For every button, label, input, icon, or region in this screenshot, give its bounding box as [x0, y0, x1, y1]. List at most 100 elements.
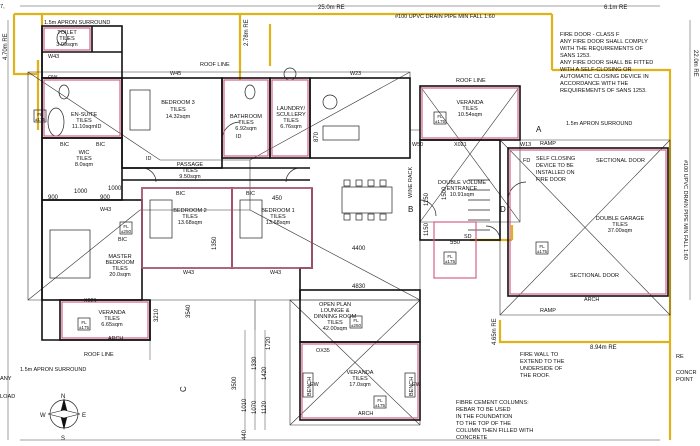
- note-apron-right: 1.5m APRON SURROUND: [566, 121, 632, 127]
- section-c: C: [179, 386, 188, 392]
- tag-bic-2: BIC: [96, 142, 105, 148]
- columns-line-2: REBAR TO BE USED: [456, 407, 511, 413]
- note-apron-top: 1.5m APRON SURROUND: [44, 20, 110, 26]
- floor-level-markers: FL ±175 FL ±250 FL ±175 FL ±175 FL ±175 …: [33, 109, 549, 409]
- note-drain-pipe-side: #100 UPVC DRAIN PIPE MIN FALL 1:60: [682, 160, 688, 260]
- tag-w43-c: W43: [270, 270, 281, 276]
- room-veranda-bottom-name: VERANDA: [346, 370, 373, 376]
- dimension-lines: [7, 5, 691, 441]
- tag-sd: SD: [464, 234, 472, 240]
- section-d: D: [500, 205, 506, 214]
- note-roof-line-top: ROOF LINE: [200, 62, 230, 68]
- note-ramp-top: RAMP: [540, 141, 556, 147]
- fire-door-line-7: AUTOMATIC CLOSING DEVICE IN: [560, 74, 649, 80]
- fire-door-line-4: SANS 1253.: [560, 53, 591, 59]
- note-drain-pipe: #100 UPVC DRAIN PIPE MIN FALL 1:60: [395, 14, 495, 20]
- fire-door-line-2: ANY FIRE DOOR SHALL COMPLY: [560, 39, 648, 45]
- room-ensuite-finish: TILES: [76, 118, 92, 124]
- room-veranda-mb-name: VERANDA: [98, 310, 125, 316]
- note-ramp-bottom: RAMP: [540, 308, 556, 314]
- room-veranda-mb-finish: TILES: [104, 316, 120, 322]
- dim-4830: 4830: [352, 284, 366, 290]
- dim-1150b: 1150: [424, 222, 430, 236]
- fire-walls: [43, 27, 667, 419]
- dim-bottom-right: 8.94m RE: [590, 345, 617, 351]
- edge-left-bottom-1: ANY: [0, 376, 12, 382]
- dim-1120: 1120: [262, 400, 268, 414]
- room-entrance-name2: ENTRANCE: [447, 186, 478, 192]
- note-apron-bottom: 1.5m APRON SURROUND: [20, 367, 86, 373]
- edge-labels: ANY LOAD CONCR POINT 7, RE: [0, 4, 697, 400]
- tag-ox35: OX35: [316, 348, 330, 354]
- note-bench-left: BENCH: [307, 377, 313, 396]
- dim-900b: 900: [100, 195, 111, 201]
- tag-arch-mb: ARCH: [108, 336, 123, 342]
- room-veranda-top-area: 10.54sqm: [458, 112, 483, 118]
- dim-1420: 1420: [262, 366, 268, 380]
- room-lounge-finish: TILES: [327, 320, 343, 326]
- edge-left-bottom-2: LOAD: [0, 394, 15, 400]
- room-bedroom1-finish: TILES: [270, 214, 286, 220]
- room-bedroom2-area: 13.68sqm: [178, 220, 203, 226]
- tag-ow: OW: [48, 75, 58, 81]
- room-passage-finish: TILES: [182, 168, 198, 174]
- fl-bed-label: FL: [123, 224, 129, 229]
- columns-line-4: TO THE TOP OF THE: [456, 421, 511, 427]
- room-toilet-area: 3.09sqm: [56, 42, 78, 48]
- fire-wall-line-1: FIRE WALL TO: [520, 352, 559, 358]
- columns-line-6: CONCRETE: [456, 435, 488, 441]
- fire-door-line-5: ANY FIRE DOOR SHALL BE FITTED: [560, 60, 653, 66]
- tag-w13: W13: [520, 142, 531, 148]
- room-veranda-mb-area: 6.65sqm: [101, 322, 123, 328]
- fl-entrance-label: FL: [447, 254, 453, 259]
- dim-1720: 1720: [266, 336, 272, 350]
- dim-1500: 1500: [442, 186, 448, 200]
- tag-x021-top: X021: [454, 142, 467, 148]
- note-roof-line-veranda: ROOF LINE: [456, 78, 486, 84]
- dim-top-left: 25.0m RE: [318, 5, 345, 11]
- dim-left-mid: 2.78m RE: [244, 19, 250, 46]
- tag-ew-left: EW: [310, 382, 320, 388]
- room-master-finish: TILES: [112, 266, 128, 272]
- tag-arch-garage: ARCH: [584, 297, 599, 303]
- room-bedroom2-name: BEDROOM 2: [173, 208, 207, 214]
- columns-line-3: IN THE FOUNDATION: [456, 414, 512, 420]
- section-b: B: [408, 205, 413, 214]
- dim-bottom-mid: 4.65m RE: [492, 318, 498, 345]
- room-entrance-area: 10.91sqm: [450, 192, 475, 198]
- room-garage-name: DOUBLE GARAGE: [596, 216, 645, 222]
- room-master-name2: BEDROOM: [106, 260, 135, 266]
- edge-right-1: CONCR: [676, 370, 697, 376]
- room-toilet-finish: TILES: [59, 36, 75, 42]
- room-bathroom-finish: TILES: [238, 120, 254, 126]
- tag-bic-5: BIC: [118, 237, 127, 243]
- room-veranda-top-finish: TILES: [462, 106, 478, 112]
- fl-veranda-bottom-value: ±175: [375, 403, 386, 408]
- room-garage-area: 37.00sqm: [608, 228, 633, 234]
- fire-wall-line-2: EXTEND TO THE: [520, 359, 565, 365]
- room-passage-name: PASSAGE: [177, 162, 204, 168]
- compass-rose: N S E W: [40, 394, 86, 442]
- room-laundry-finish: TILES: [283, 118, 299, 124]
- dim-1350: 1350: [212, 236, 218, 250]
- section-a: A: [536, 125, 542, 134]
- fl-veranda-bottom-label: FL: [377, 398, 383, 403]
- room-laundry-name: LAUNDRY/: [277, 106, 306, 112]
- edge-right-re: RE: [676, 354, 684, 360]
- tag-x021-mb: X021: [84, 298, 97, 304]
- dim-left-top: 4.70m RE: [3, 33, 9, 60]
- fl-lounge-value: ±250: [351, 323, 362, 328]
- room-bedroom1-area: 13.68sqm: [266, 220, 291, 226]
- room-labels: TOILET TILES 3.09sqm EN-SUITE TILES 11.1…: [56, 30, 644, 388]
- dim-1070: 1070: [252, 400, 258, 414]
- compass-s: S: [61, 436, 65, 442]
- fire-wall-line-4: THE ROOF.: [520, 373, 550, 379]
- self-closing-line-4: FIRE DOOR: [536, 177, 566, 183]
- room-toilet-name: TOILET: [57, 30, 77, 36]
- dim-1150a: 1150: [424, 192, 430, 206]
- tag-id-3: ID: [96, 124, 101, 130]
- room-master-name: MASTER: [108, 254, 131, 260]
- fire-door-line-6: WITH A SELF-CLOSING OR: [560, 67, 632, 73]
- room-laundry-name2: SCULLERY: [276, 112, 306, 118]
